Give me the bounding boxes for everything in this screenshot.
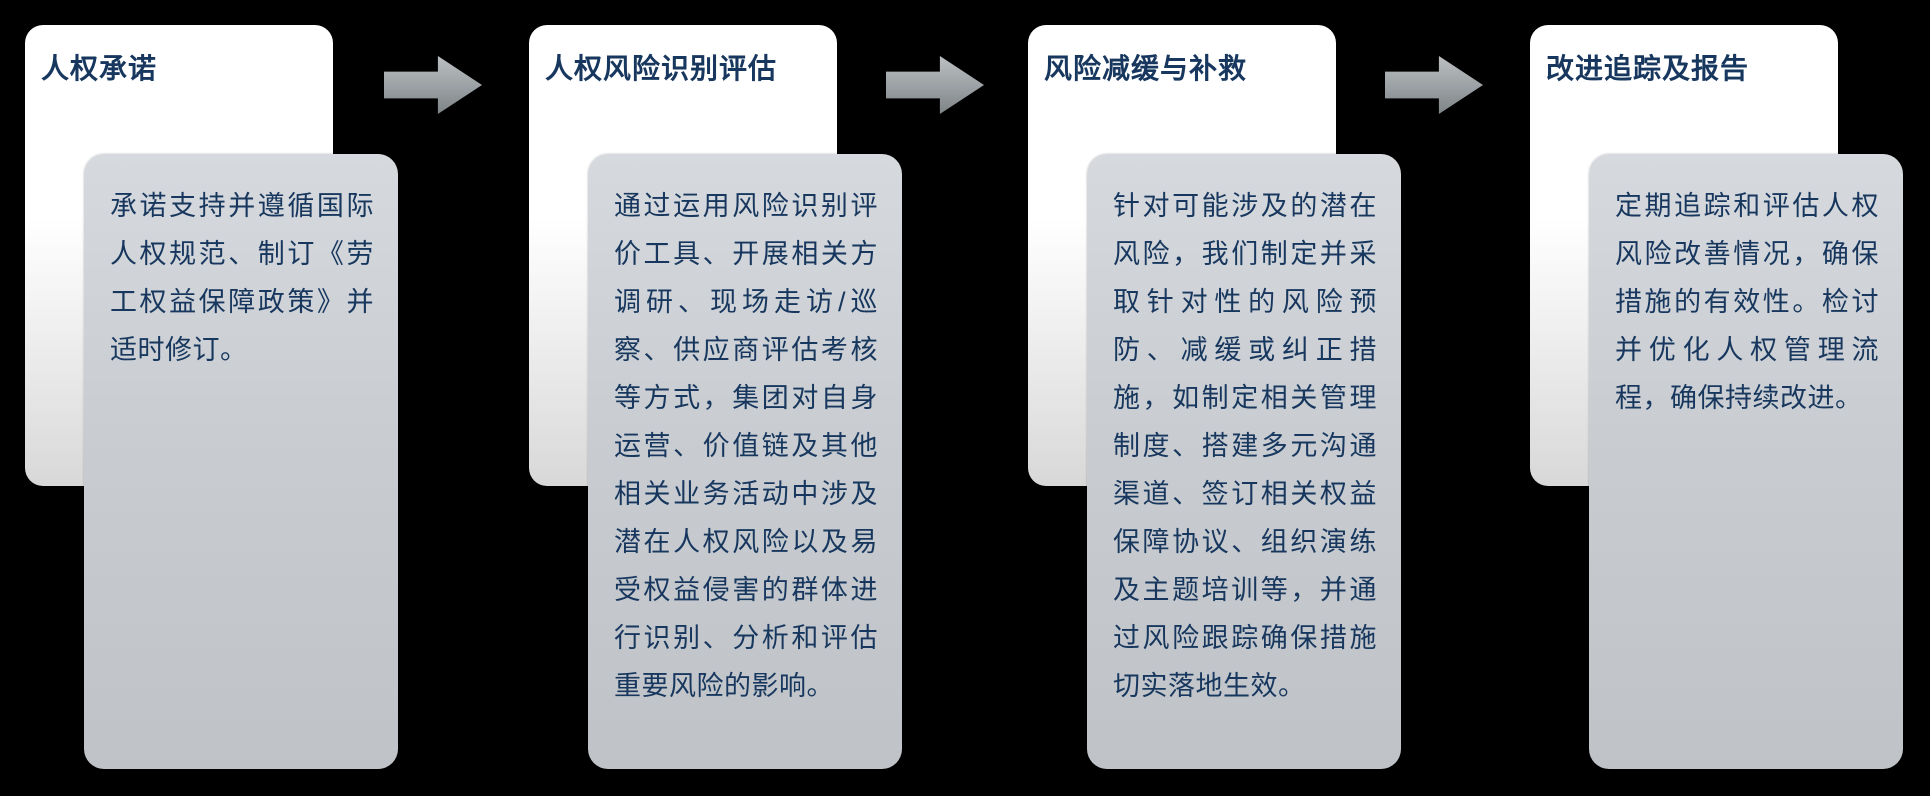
step-card-3: 风险减缓与补救 针对可能涉及的潜在风险，我们制定并采取针对性的风险预防、减缓或纠… [1028,0,1428,796]
step-3-title: 风险减缓与补救 [1044,53,1248,84]
step-4-body-text: 定期追踪和评估人权风险改善情况，确保措施的有效性。检讨并优化人权管理流程，确保持… [1615,191,1879,413]
step-2-body-text: 通过运用风险识别评价工具、开展相关方调研、现场走访/巡察、供应商评估考核等方式，… [614,191,878,701]
step-card-4: 改进追踪及报告 定期追踪和评估人权风险改善情况，确保措施的有效性。检讨并优化人权… [1530,0,1930,796]
step-2-title: 人权风险识别评估 [545,53,778,84]
step-card-1: 人权承诺 承诺支持并遵循国际人权规范、制订《劳工权益保障政策》并适时修订。 [25,0,425,796]
step-1-title: 人权承诺 [41,53,158,84]
step-2-body-card: 通过运用风险识别评价工具、开展相关方调研、现场走访/巡察、供应商评估考核等方式，… [588,154,902,769]
step-3-body-card: 针对可能涉及的潜在风险，我们制定并采取针对性的风险预防、减缓或纠正措施，如制定相… [1087,154,1401,769]
step-card-2: 人权风险识别评估 通过运用风险识别评价工具、开展相关方调研、现场走访/巡察、供应… [529,0,929,796]
step-1-body-card: 承诺支持并遵循国际人权规范、制订《劳工权益保障政策》并适时修订。 [84,154,398,769]
step-3-body-text: 针对可能涉及的潜在风险，我们制定并采取针对性的风险预防、减缓或纠正措施，如制定相… [1113,191,1377,701]
step-1-body-text: 承诺支持并遵循国际人权规范、制订《劳工权益保障政策》并适时修订。 [110,191,374,365]
step-4-title: 改进追踪及报告 [1546,53,1750,84]
step-4-body-card: 定期追踪和评估人权风险改善情况，确保措施的有效性。检讨并优化人权管理流程，确保持… [1589,154,1903,769]
